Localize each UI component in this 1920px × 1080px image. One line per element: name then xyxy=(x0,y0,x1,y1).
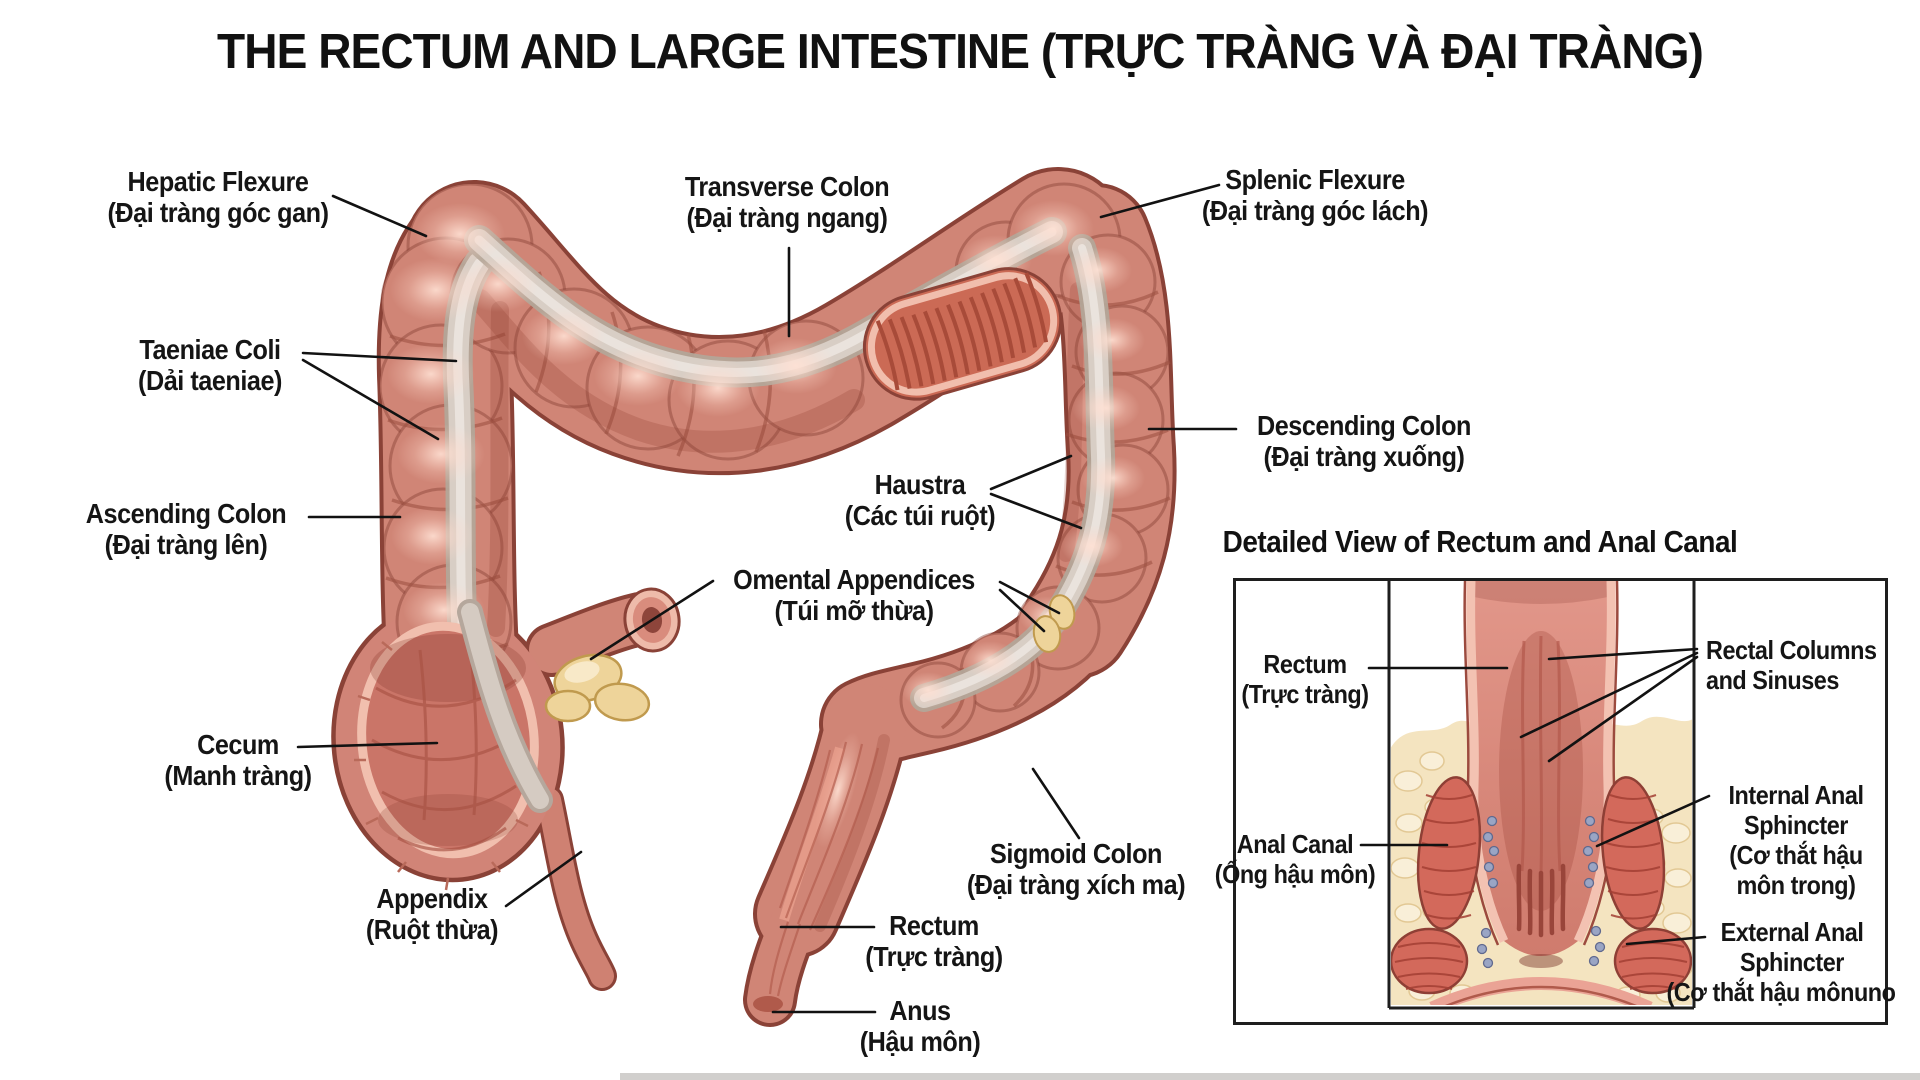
label-vi: (Đại tràng xuống) xyxy=(1263,441,1465,473)
label-en: Rectum xyxy=(1263,649,1347,679)
label-en: Rectal Columns and Sinuses xyxy=(1706,635,1877,695)
label-splenic-flexure: Splenic Flexure (Đại tràng góc lách) xyxy=(1201,164,1429,227)
ileum-cut-end xyxy=(623,587,681,653)
label-transverse-colon: Transverse Colon (Đại tràng ngang) xyxy=(684,171,890,234)
label-appendix: Appendix (Ruột thừa) xyxy=(365,883,499,946)
detail-view-title: Detailed View of Rectum and Anal Canal xyxy=(1222,524,1738,559)
taeniae-coli-band xyxy=(442,217,1116,712)
label-external-anal-sphincter: External Anal Sphincter (Cơ thắt hậu môn… xyxy=(1666,917,1896,1008)
leader-haustra-2 xyxy=(989,492,1083,530)
haustra-creases xyxy=(385,271,1171,730)
label-sigmoid-colon: Sigmoid Colon (Đại tràng xích ma) xyxy=(966,838,1186,901)
label-en: Internal Anal Sphincter xyxy=(1728,780,1864,840)
rectum-texture xyxy=(753,741,880,1012)
label-omental-appendices: Omental Appendices (Túi mỡ thừa) xyxy=(733,564,975,627)
bottom-artifact-strip xyxy=(620,1073,1920,1080)
label-vi: (Túi mỡ thừa) xyxy=(774,595,934,627)
cut-muscle-window xyxy=(862,267,1063,401)
leader-hepatic xyxy=(331,194,428,238)
label-vi: (Đại tràng góc lách) xyxy=(1201,195,1429,227)
label-detail-rectum: Rectum (Trực tràng) xyxy=(1241,649,1369,710)
venous-plexus-beads xyxy=(1476,815,1606,969)
leader-taeniae-2 xyxy=(301,358,440,441)
label-vi: (Hậu môn) xyxy=(859,1026,981,1058)
anal-columns xyxy=(1516,863,1566,938)
label-vi: (Các túi ruột) xyxy=(844,500,996,532)
sigmoid-colon-art xyxy=(823,581,1119,767)
label-ascending-colon: Ascending Colon (Đại tràng lên) xyxy=(85,498,287,561)
label-vi: (Đại tràng lên) xyxy=(104,529,268,561)
transverse-colon-art xyxy=(408,171,1124,472)
label-en: Sigmoid Colon xyxy=(990,838,1162,869)
leader-omental-3 xyxy=(998,588,1046,633)
label-rectum: Rectum (Trực tràng) xyxy=(865,910,1003,973)
label-internal-anal-sphincter: Internal Anal Sphincter (Cơ thắt hậu môn… xyxy=(1717,780,1875,901)
rectum-art xyxy=(757,684,906,954)
leader-haustra-1 xyxy=(989,454,1073,491)
label-en: Hepatic Flexure xyxy=(127,166,309,197)
detail-anatomy-illustration xyxy=(1387,581,1696,1010)
detail-art xyxy=(1391,581,1692,1005)
label-en: Appendix xyxy=(376,883,488,914)
label-vi: (Đại tràng ngang) xyxy=(686,202,888,234)
descending-colon-art xyxy=(1025,187,1173,675)
label-en: Rectum xyxy=(889,910,979,941)
label-vi: (Manh tràng) xyxy=(164,760,312,792)
label-anal-canal: Anal Canal (Ống hậu môn) xyxy=(1214,829,1376,890)
label-vi: (Ống hậu môn) xyxy=(1214,858,1376,889)
label-en: Transverse Colon xyxy=(684,171,890,202)
label-en: Cecum xyxy=(197,729,279,760)
label-descending-colon: Descending Colon (Đại tràng xuống) xyxy=(1257,410,1471,473)
label-en: Anal Canal xyxy=(1236,829,1354,859)
label-en: Splenic Flexure xyxy=(1225,164,1405,195)
label-hepatic-flexure: Hepatic Flexure (Đại tràng góc gan) xyxy=(107,166,329,229)
leader-omental-2 xyxy=(998,580,1061,615)
label-cecum: Cecum (Manh tràng) xyxy=(164,729,312,792)
label-rectal-columns: Rectal Columns and Sinuses xyxy=(1706,635,1882,696)
ileum-art xyxy=(529,596,663,673)
cecum-interior xyxy=(354,599,553,891)
label-taeniae-coli: Taeniae Coli (Dải taeniae) xyxy=(138,334,282,397)
label-en: Taeniae Coli xyxy=(139,334,281,365)
leader-cecum xyxy=(296,741,439,749)
leader-taeniae-1 xyxy=(301,351,458,363)
cecum-art xyxy=(335,606,561,878)
leader-appendix xyxy=(504,850,583,908)
label-vi: (Cơ thắt hậu môn trong) xyxy=(1729,839,1863,900)
label-haustra: Haustra (Các túi ruột) xyxy=(844,469,996,532)
appendix-art xyxy=(537,788,614,988)
page-title: THE RECTUM AND LARGE INTESTINE (TRỰC TRÀ… xyxy=(217,25,1704,79)
label-vi: (Cơ thắt hậu mônuno xyxy=(1666,976,1896,1007)
label-vi: (Trực tràng) xyxy=(865,941,1003,973)
ascending-colon-art xyxy=(380,186,538,732)
label-vi: (Đại tràng góc gan) xyxy=(107,197,329,229)
label-en: Anus xyxy=(889,995,951,1026)
label-vi: (Ruột thừa) xyxy=(365,914,499,946)
label-en: Descending Colon xyxy=(1256,410,1472,441)
label-anus: Anus (Hậu môn) xyxy=(860,995,981,1058)
label-vi: (Trực tràng) xyxy=(1241,678,1369,709)
leader-sigmoid xyxy=(1031,767,1081,840)
label-en: Haustra xyxy=(874,469,966,500)
bump-highlights xyxy=(387,200,1145,848)
leader-omental-1 xyxy=(589,579,715,661)
label-en: Ascending Colon xyxy=(85,498,287,529)
label-en: Omental Appendices xyxy=(733,564,975,595)
label-vi: (Dải taeniae) xyxy=(138,365,282,397)
label-vi: (Đại tràng xích ma) xyxy=(966,869,1186,901)
label-en: External Anal Sphincter xyxy=(1720,917,1864,977)
haustra-bumps xyxy=(378,182,1170,739)
